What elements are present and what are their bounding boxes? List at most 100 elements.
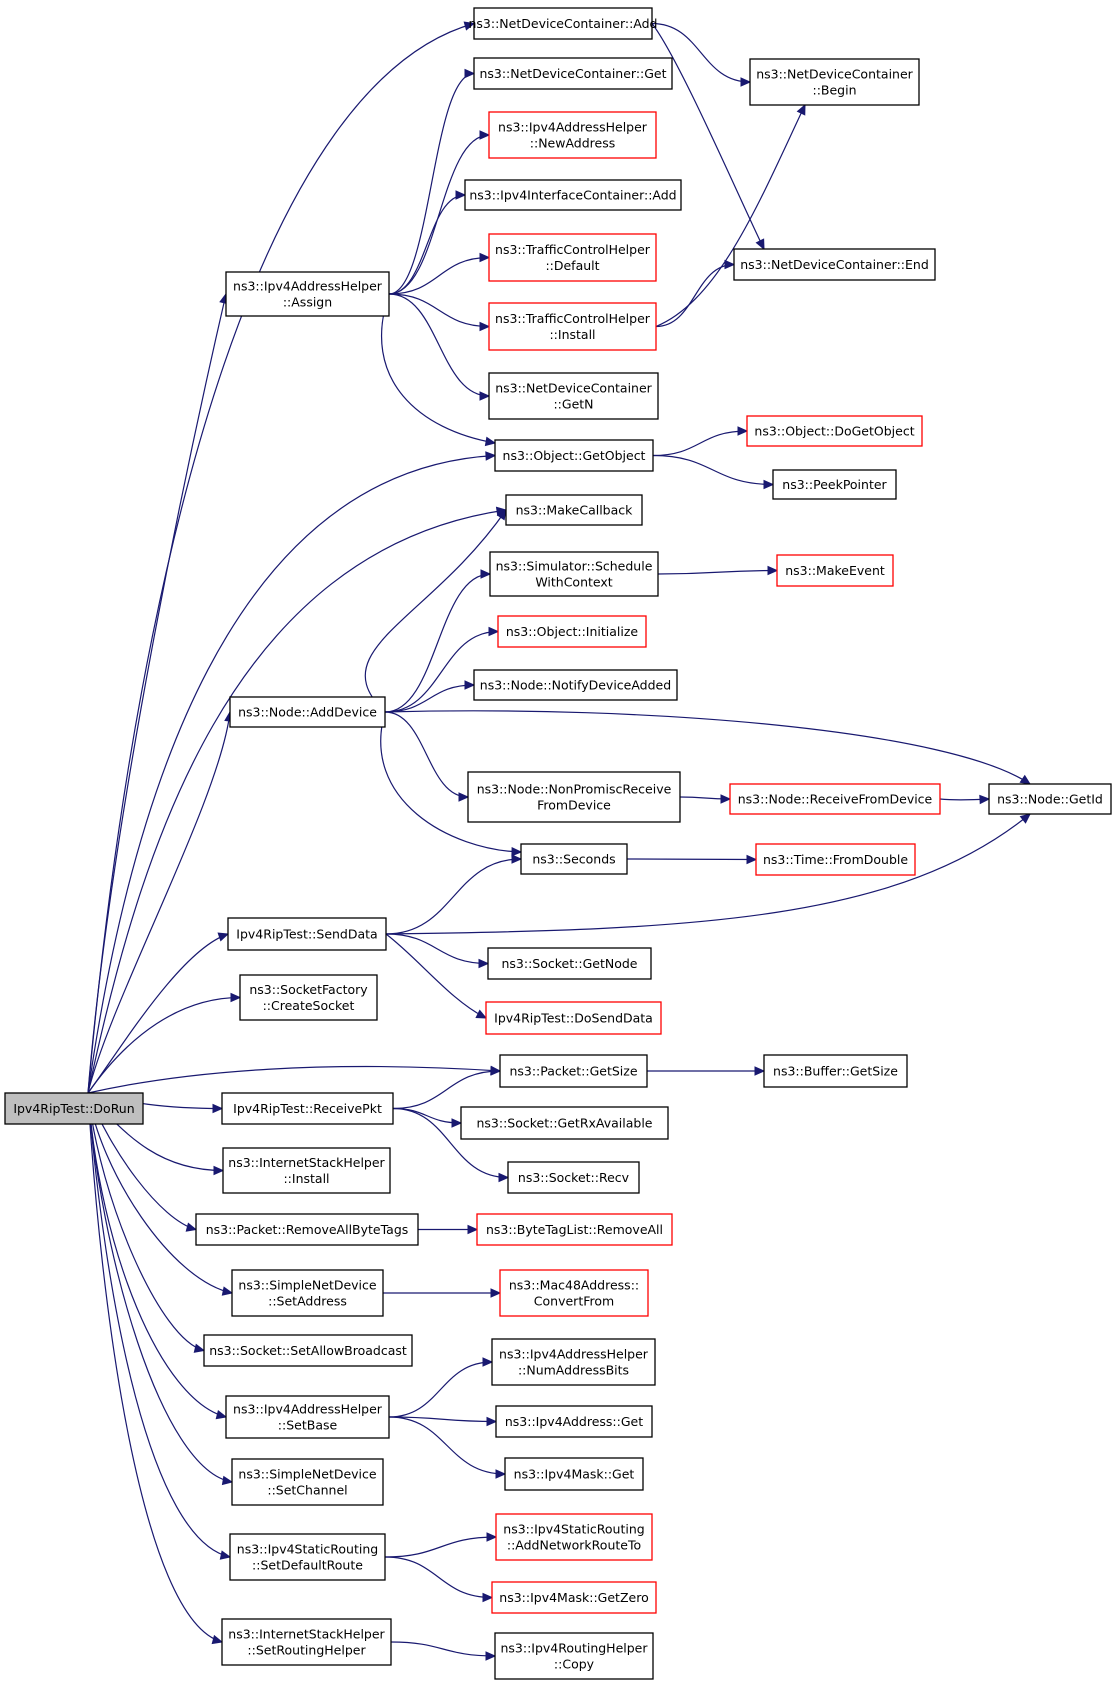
node-pkt-removeallbytetags[interactable]: ns3::Packet::RemoveAllByteTags [195,1213,419,1246]
edge-node-adddevice-to-sim-schedule [384,573,491,713]
node-time-fromdouble[interactable]: ns3::Time::FromDouble [755,843,916,876]
edge-arrowhead [485,451,497,461]
node-ndc-add[interactable]: ns3::NetDeviceContainer::Add [469,7,658,40]
node-dosenddata[interactable]: Ipv4RipTest::DoSendData [485,1001,662,1035]
node-ipv4mask-getzero[interactable]: ns3::Ipv4Mask::GetZero [491,1581,657,1614]
node-irh-copy[interactable]: ns3::Ipv4RoutingHelper::Copy [494,1632,654,1680]
edge-arrowhead [511,854,523,864]
node-sock-recv[interactable]: ns3::Socket::Recv [507,1161,640,1194]
node-label: Ipv4RipTest::DoRun [13,1101,134,1116]
node-isr-addnetworkrouteto[interactable]: ns3::Ipv4StaticRouting::AddNetworkRouteT… [495,1513,653,1561]
edge-arrowhead [754,1066,766,1076]
node-sock-setallowbroadcast[interactable]: ns3::Socket::SetAllowBroadcast [203,1334,413,1367]
edge-arrowhead [464,680,476,690]
node-box [4,1092,144,1125]
node-dorun[interactable]: Ipv4RipTest::DoRun [4,1092,144,1125]
edge-arrowhead [724,259,736,270]
node-snd-setchannel[interactable]: ns3::SimpleNetDevice::SetChannel [231,1458,384,1506]
node-seconds[interactable]: ns3::Seconds [520,843,628,875]
node-pkt-getsize[interactable]: ns3::Packet::GetSize [499,1054,648,1088]
node-receivepkt[interactable]: Ipv4RipTest::ReceivePkt [221,1092,394,1125]
edge-arrowhead [464,68,476,79]
node-iah-setbase[interactable]: ns3::Ipv4AddressHelper::SetBase [225,1395,390,1439]
edge-arrowhead [480,569,492,579]
node-peekpointer[interactable]: ns3::PeekPointer [772,469,897,500]
node-iah-assign[interactable]: ns3::Ipv4AddressHelper::Assign [225,271,390,317]
node-sock-getnode[interactable]: ns3::Socket::GetNode [487,947,652,980]
edge-arrowhead [185,1222,198,1232]
node-btl-removeall[interactable]: ns3::ByteTagList::RemoveAll [476,1213,673,1246]
node-label: ::AddNetworkRouteTo [507,1538,641,1553]
edge-arrowhead [213,1165,225,1176]
edge-arrowhead [479,321,491,332]
node-iah-numaddressbits[interactable]: ns3::Ipv4AddressHelper::NumAddressBits [491,1338,656,1386]
edge-iah-assign-to-tch-default [388,256,490,295]
node-label: ns3::NetDeviceContainer [756,67,913,82]
node-label: ns3::Ipv4AddressHelper [233,279,383,294]
node-label: ::SetRoutingHelper [247,1643,366,1658]
edge-arrowhead [215,1410,228,1420]
node-box [499,1269,649,1317]
node-buf-getsize[interactable]: ns3::Buffer::GetSize [763,1054,908,1088]
node-makecallback[interactable]: ns3::MakeCallback [505,494,643,526]
edge-arrowhead [496,508,507,521]
node-label: ns3::NetDeviceContainer::Get [479,66,666,81]
edge-dorun-to-ndc-add [87,22,475,1094]
node-box [467,771,681,823]
node-label: ns3::Ipv4Mask::GetZero [499,1590,648,1605]
node-box [227,917,387,951]
edge-tch-install-to-ndc-begin [655,104,806,328]
edge-arrowhead [478,958,490,969]
node-iah-newaddr[interactable]: ns3::Ipv4AddressHelper::NewAddress [488,111,657,159]
node-label: ns3::Ipv4Address::Get [505,1414,643,1429]
node-tch-install[interactable]: ns3::TrafficControlHelper::Install [488,302,657,351]
node-label: ns3::MakeEvent [785,563,885,578]
node-obj-initialize[interactable]: ns3::Object::Initialize [497,615,647,648]
node-makeevent[interactable]: ns3::MakeEvent [776,554,894,587]
edge-dorun-to-makecallback [87,509,507,1094]
edge-arrowhead [230,992,242,1003]
node-box [473,7,653,40]
edge-arrowhead [485,1651,497,1661]
node-ndc-end[interactable]: ns3::NetDeviceContainer::End [733,248,936,281]
node-node-recvfrom[interactable]: ns3::Node::ReceiveFromDevice [729,783,941,815]
node-label: ns3::Simulator::Schedule [496,559,653,574]
edge-arrowhead [490,1066,502,1076]
edge-arrowhead [746,854,758,865]
node-snd-setaddress[interactable]: ns3::SimpleNetDevice::SetAddress [231,1269,384,1317]
node-label: ns3::Ipv4AddressHelper [499,1347,649,1362]
node-box [505,494,643,526]
node-senddata[interactable]: Ipv4RipTest::SendData [227,917,387,951]
node-box [504,1457,644,1491]
node-ish-setroutinghelper[interactable]: ns3::InternetStackHelper::SetRoutingHelp… [221,1618,392,1666]
node-ndc-get[interactable]: ns3::NetDeviceContainer::Get [473,57,673,90]
node-sf-createsocket[interactable]: ns3::SocketFactory::CreateSocket [239,974,378,1021]
node-node-adddevice[interactable]: ns3::Node::AddDevice [229,696,386,728]
node-obj-getobject[interactable]: ns3::Object::GetObject [494,439,654,472]
node-obj-dogetobject[interactable]: ns3::Object::DoGetObject [746,415,923,447]
node-label: ns3::Time::FromDouble [763,852,908,867]
node-ndc-begin[interactable]: ns3::NetDeviceContainer::Begin [749,58,920,106]
edge-arrowhead [467,1224,479,1235]
node-box [755,843,916,876]
edge-receivepkt-to-sock-recv [392,1107,509,1179]
edge-dorun-to-isr-setdefaultroute [87,1092,231,1558]
node-isr-setdefaultroute[interactable]: ns3::Ipv4StaticRouting::SetDefaultRoute [229,1533,386,1581]
node-label: ns3::TrafficControlHelper [495,311,651,326]
node-iic-add[interactable]: ns3::Ipv4InterfaceContainer::Add [464,179,682,211]
node-tch-default[interactable]: ns3::TrafficControlHelper::Default [488,233,657,282]
node-ish-install[interactable]: ns3::InternetStackHelper::Install [222,1147,391,1194]
node-ndc-getn[interactable]: ns3::NetDeviceContainer::GetN [488,372,659,420]
node-ipv4addr-get[interactable]: ns3::Ipv4Address::Get [495,1405,653,1438]
edge-sim-schedule-to-makeevent [657,569,778,575]
node-sock-getrx[interactable]: ns3::Socket::GetRxAvailable [460,1106,669,1140]
edge-dorun-to-obj-getobject [87,454,496,1094]
edge-receivepkt-to-pkt-getsize [392,1070,501,1110]
node-node-notify[interactable]: ns3::Node::NotifyDeviceAdded [473,669,678,701]
node-ipv4mask-get[interactable]: ns3::Ipv4Mask::Get [504,1457,644,1491]
node-mac48-convertfrom[interactable]: ns3::Mac48Address::ConvertFrom [499,1269,649,1317]
node-node-getid[interactable]: ns3::Node::GetId [988,783,1112,815]
edge-node-adddevice-to-makecallback [364,509,507,713]
